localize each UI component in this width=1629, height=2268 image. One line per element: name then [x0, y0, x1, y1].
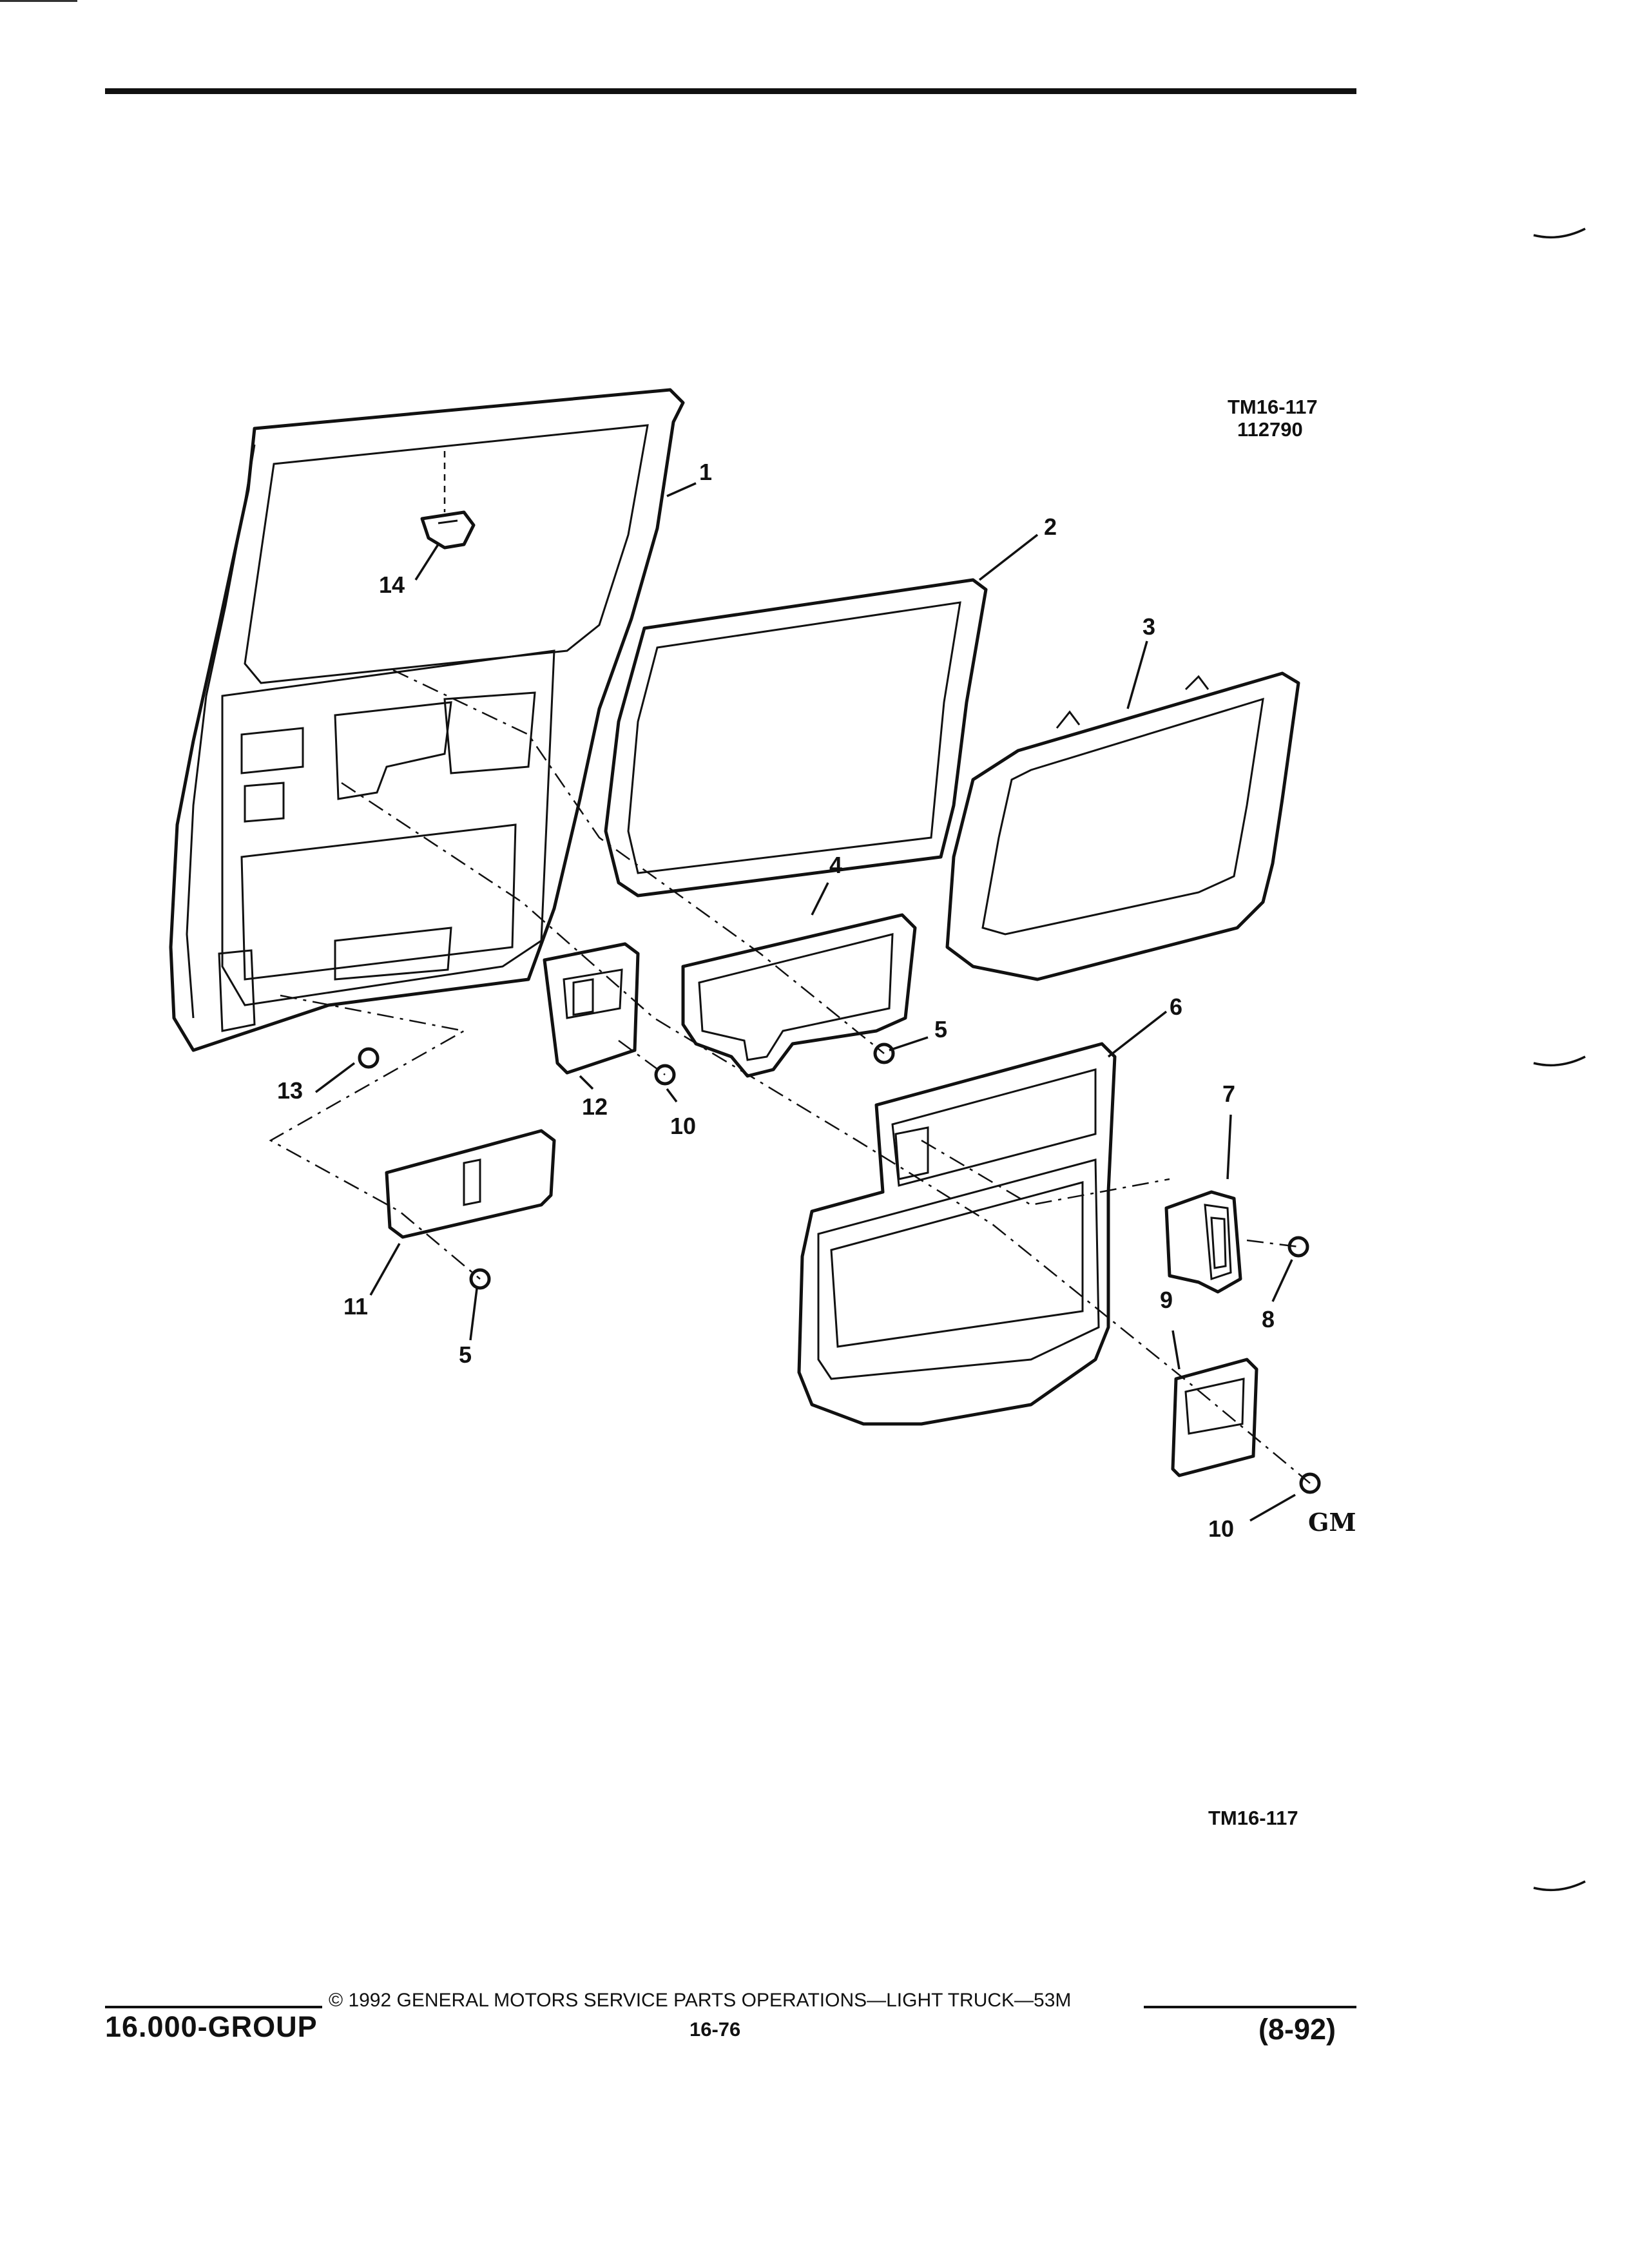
- part-2-seal: [604, 578, 988, 898]
- part-14-clip: [420, 451, 476, 550]
- figure-id-bottom: TM16-117: [1208, 1807, 1298, 1829]
- footer-group: 16.000-GROUP: [105, 2010, 318, 2043]
- callout-10a: 10: [670, 1113, 697, 1139]
- footer-date: (8-92): [1258, 2013, 1336, 2046]
- callout-14: 14: [379, 572, 405, 598]
- part-11-plate: [385, 1129, 556, 1239]
- callout-7: 7: [1222, 1081, 1236, 1107]
- footer-copyright: © 1992 GENERAL MOTORS SERVICE PARTS OPER…: [329, 1990, 1072, 2011]
- part-4-plate: [681, 913, 917, 1078]
- leader-lines: [314, 482, 1296, 1522]
- alignment-lines: [269, 669, 1311, 1484]
- callout-1: 1: [699, 459, 713, 485]
- callout-11: 11: [343, 1293, 369, 1320]
- gm-mark-icon: GM: [1308, 1508, 1356, 1537]
- figure-id-top: TM16-117: [1228, 396, 1318, 418]
- part-6-trim-panel: [797, 1042, 1117, 1426]
- callout-13: 13: [277, 1077, 304, 1104]
- figure-code: 112790: [1237, 418, 1303, 441]
- callout-10b: 10: [1208, 1515, 1235, 1542]
- callout-3: 3: [1142, 613, 1156, 640]
- part-9-bezel: [1171, 1358, 1258, 1477]
- callout-4: 4: [829, 852, 843, 878]
- callout-12: 12: [582, 1093, 608, 1120]
- callout-6: 6: [1170, 994, 1183, 1020]
- part-1-door-frame: [169, 388, 685, 1052]
- part-3-window-frame: [945, 671, 1300, 981]
- scan-edge-mark: [0, 0, 77, 2]
- header-rule: [105, 88, 1356, 94]
- callout-8: 8: [1262, 1306, 1275, 1332]
- footer-page-number: 16-76: [689, 2018, 741, 2041]
- part-7-pull-cup: [1164, 1190, 1242, 1294]
- callout-5b: 5: [459, 1341, 472, 1368]
- callout-2: 2: [1044, 514, 1057, 540]
- part-12-bezel: [543, 942, 640, 1075]
- callout-9: 9: [1160, 1287, 1173, 1313]
- callout-5a: 5: [934, 1016, 948, 1043]
